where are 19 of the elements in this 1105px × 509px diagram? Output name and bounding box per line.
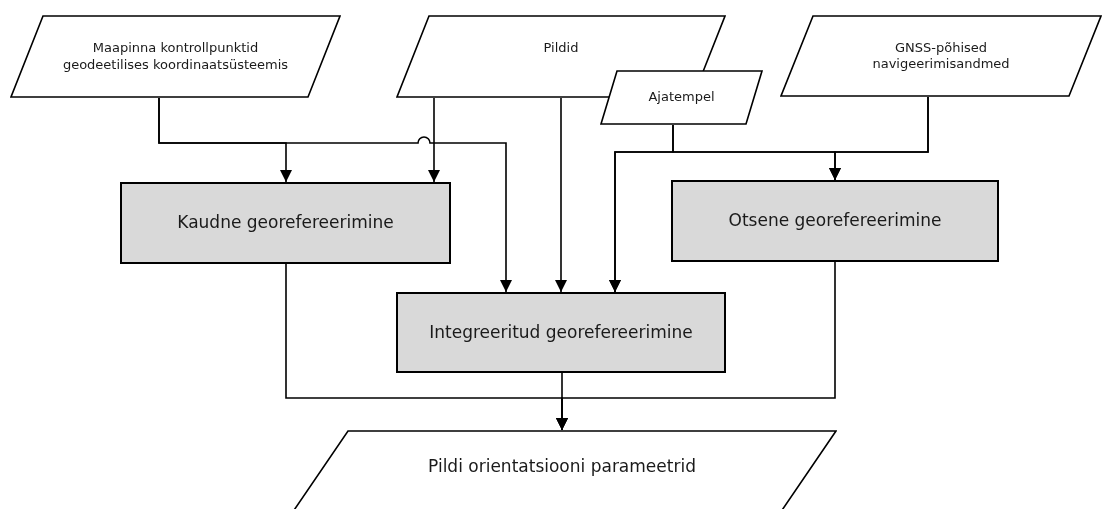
node-label: Otsene georefereerimine (728, 210, 942, 232)
arrow (829, 96, 929, 181)
data-parallelogram (780, 15, 1102, 97)
node-label: Pildid (543, 40, 579, 57)
node-label: Integreeritud georefereerimine (429, 321, 693, 344)
process-box (396, 292, 726, 373)
process-box (671, 180, 999, 262)
arrow (555, 97, 567, 293)
data-parallelogram (10, 15, 341, 98)
arrow (556, 372, 568, 431)
node-label: GNSS-põhised navigeerimisandmed (871, 39, 1011, 73)
arrow (158, 97, 512, 293)
node-label: Kaudne georefereerimine (177, 212, 394, 234)
data-parallelogram (600, 70, 763, 125)
node-label: Ajatempel (648, 89, 715, 106)
node-label: Maapinna kontrollpunktid geodeetilises koordinaatsüsteemis (61, 40, 290, 73)
arrow (428, 97, 440, 183)
node-label: Pildi orientatsiooni parameetrid (428, 456, 696, 478)
process-box (120, 182, 451, 264)
